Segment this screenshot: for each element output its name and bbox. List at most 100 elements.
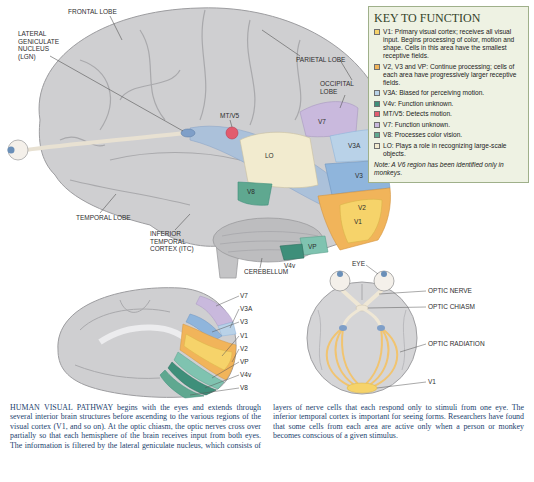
- part-label: V3: [355, 172, 363, 180]
- legend-text: V1: Primary visual cortex; receives all …: [383, 28, 523, 60]
- optic-tract: [343, 308, 362, 328]
- area-v4v: [280, 244, 304, 260]
- midline: [362, 284, 363, 300]
- central-sulcus: [200, 10, 206, 120]
- leader-line: [110, 16, 122, 40]
- legend-text: V8: Processes color vision.: [383, 131, 462, 139]
- part-label: VP: [308, 243, 317, 251]
- legend-swatch: [374, 132, 380, 138]
- area-v1: [340, 199, 382, 243]
- part-label: V1: [428, 378, 436, 386]
- leader-line: [50, 56, 183, 131]
- legend-swatch: [374, 64, 380, 70]
- part-label: OPTIC CHIASM: [428, 303, 475, 311]
- leader-line: [205, 375, 239, 388]
- part-label: LATERAL GENICULATE NUCLEUS (LGN): [18, 30, 64, 60]
- radiation-fiber: [370, 328, 397, 388]
- part-label: OPTIC NERVE: [428, 287, 472, 295]
- part-label: VP: [240, 358, 249, 366]
- part-label: TEMPORAL LOBE: [76, 214, 131, 222]
- leader-line: [216, 296, 239, 306]
- part-label: V3A: [240, 305, 252, 313]
- part-label: V2: [240, 345, 248, 353]
- gyrus-line: [120, 70, 180, 100]
- legend-swatch: [374, 29, 380, 35]
- leader-line: [230, 120, 232, 127]
- part-label: V8: [240, 384, 248, 392]
- leader-lines: [50, 16, 352, 268]
- legend-row: V7: Function unknown.: [374, 121, 523, 129]
- area-v2: [318, 188, 391, 250]
- part-label: V7: [318, 118, 326, 126]
- part-label: V4v: [240, 371, 251, 379]
- optic-tract: [362, 308, 381, 328]
- part-label: CEREBELLUM: [244, 268, 288, 276]
- axial-brain: [307, 282, 417, 394]
- part-label: V1: [354, 218, 362, 226]
- area-vp: [300, 236, 328, 255]
- leader-line: [232, 349, 239, 362]
- part-label: FRONTAL LOBE: [68, 8, 117, 16]
- legend-text: LO: Plays a role in recognizing large-sc…: [383, 142, 523, 158]
- part-label: INFERIOR TEMPORAL CORTEX (ITC): [150, 230, 210, 253]
- axial-v1: [347, 383, 377, 393]
- lateral-sulcus: [110, 153, 240, 161]
- leader-line: [377, 382, 426, 388]
- eyeball: [374, 271, 394, 291]
- legend-text: V2, V3 and VP: Continue processing; cell…: [383, 63, 523, 87]
- legend-row: V4v: Function unknown.: [374, 100, 523, 108]
- gyrus-line: [318, 310, 322, 370]
- axial-leaders: [366, 265, 426, 388]
- legend-swatch: [374, 101, 380, 107]
- key-note: Note: A V6 region has been identified on…: [374, 161, 523, 177]
- part-label: V3A: [348, 142, 360, 150]
- part-label: V7: [240, 292, 248, 300]
- radiation-fiber: [327, 328, 354, 388]
- gyrus-line: [120, 300, 150, 312]
- legend-text: MT/V5: Detects motion.: [383, 110, 452, 118]
- brain-outline: [39, 8, 390, 257]
- leader-line: [230, 309, 239, 328]
- part-label: V8: [247, 188, 255, 196]
- medial-gyri: [75, 300, 170, 378]
- fold-line: [222, 232, 318, 237]
- part-label: V1: [240, 332, 248, 340]
- gyrus-line: [295, 40, 301, 120]
- legend-list: V1: Primary visual cortex; receives all …: [374, 28, 523, 158]
- part-label: LO: [265, 152, 274, 160]
- legend-row: V8: Processes color vision.: [374, 131, 523, 139]
- legend-text: V3A: Biased for perceiving motion.: [383, 89, 484, 97]
- gyrus-line: [70, 180, 190, 205]
- leader-line: [212, 322, 239, 332]
- legend-swatch: [374, 122, 380, 128]
- leader-line: [262, 30, 300, 56]
- figure-caption: HUMAN VISUAL PATHWAY begins with the eye…: [10, 403, 524, 450]
- leader-line: [379, 291, 426, 294]
- legend-text: V7: Function unknown.: [383, 121, 450, 129]
- part-label: OPTIC RADIATION: [428, 340, 485, 348]
- eyeball: [330, 271, 350, 291]
- legend-swatch: [374, 111, 380, 117]
- legend-row: LO: Plays a role in recognizing large-sc…: [374, 142, 523, 158]
- part-label: V2: [358, 204, 366, 212]
- leader-line: [368, 307, 426, 308]
- gyrus-line: [80, 60, 110, 130]
- gyrus-line: [402, 310, 406, 370]
- radiation-fiber: [366, 328, 382, 384]
- axial-radiation: [327, 328, 397, 388]
- gyrus-line: [248, 20, 255, 125]
- legend-row: V1: Primary visual cortex; receives all …: [374, 28, 523, 60]
- area-v7: [300, 102, 358, 137]
- legend-row: MT/V5: Detects motion.: [374, 110, 523, 118]
- leader-line: [190, 388, 239, 395]
- part-label: EYE: [352, 260, 365, 268]
- area-mt: [226, 127, 238, 139]
- leader-line: [260, 258, 262, 268]
- axial-lgn: [339, 325, 347, 331]
- legend-row: V3A: Biased for perceiving motion.: [374, 89, 523, 97]
- legend-text: V4v: Function unknown.: [383, 100, 453, 108]
- medial-brain: [58, 288, 236, 398]
- iris: [8, 147, 15, 154]
- part-label: PARIETAL LOBE: [296, 56, 345, 64]
